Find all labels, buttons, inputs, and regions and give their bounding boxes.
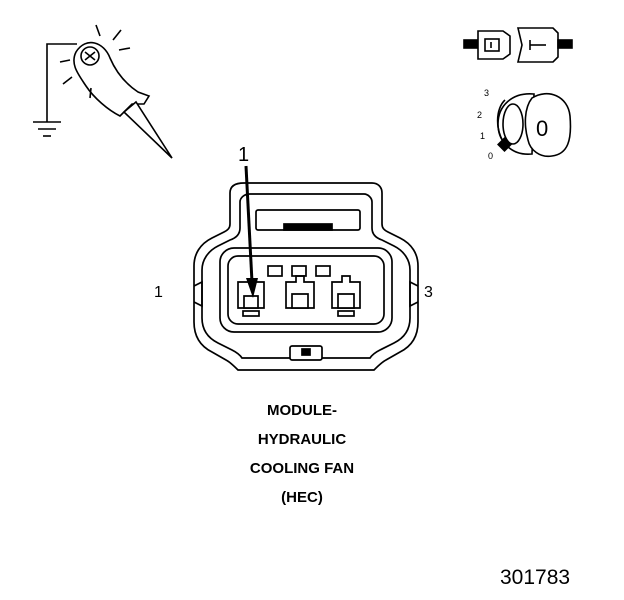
connector-housing-inner [201, 193, 411, 359]
connector-housing-outer [193, 182, 419, 371]
figure-number: 301783 [500, 566, 571, 589]
pin-1-side-label: 1 [154, 284, 163, 301]
caption-line-3: COOLING FAN [249, 460, 355, 477]
ignition-position-2: 2 [477, 110, 483, 120]
connector-face [193, 182, 419, 371]
pin-3-side-label: 3 [424, 284, 433, 301]
ignition-key-icon [496, 92, 572, 158]
terminal-cavity-frame [219, 247, 393, 333]
caption-line-2: HYDRAULIC [257, 431, 347, 448]
ignition-position-3: 3 [484, 88, 490, 98]
caption-line-4: (HEC) [281, 489, 323, 506]
component-caption: MODULE- HYDRAULIC COOLING FAN (HEC) [212, 396, 392, 512]
ignition-position-1: 1 [480, 131, 486, 141]
callout-number-label: 1 [238, 144, 250, 166]
callout-arrow [244, 165, 258, 298]
ignition-position-0: 0 [488, 151, 494, 161]
test-probe-ground-icon [33, 24, 173, 159]
ignition-key-position-label: 0 [536, 116, 549, 141]
caption-line-1: MODULE- [267, 402, 337, 419]
disconnected-connector-icon [463, 27, 573, 63]
